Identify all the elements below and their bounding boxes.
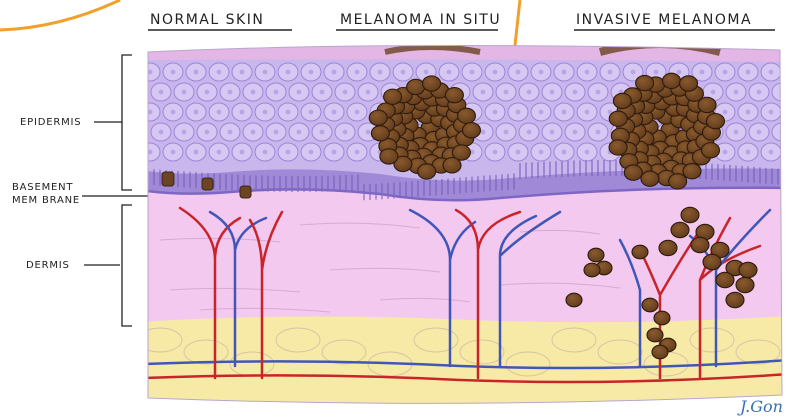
melanoma-cell bbox=[462, 123, 480, 138]
melanoma-cell bbox=[652, 345, 668, 359]
melanoma-cell bbox=[584, 263, 600, 277]
melanoma-cell bbox=[566, 293, 582, 307]
dermis-bracket bbox=[122, 205, 132, 326]
header-melanoma-in-situ: MELANOMA IN SITU bbox=[340, 12, 501, 28]
melanoma-cell bbox=[698, 97, 716, 112]
melanoma-cell bbox=[443, 158, 461, 173]
epidermis-bracket bbox=[122, 55, 132, 190]
header-normal-skin: NORMAL SKIN bbox=[150, 12, 264, 28]
melanoma-cell bbox=[384, 89, 402, 104]
melanoma-cell bbox=[588, 248, 604, 262]
header-invasive-melanoma: INVASIVE MELANOMA bbox=[576, 12, 752, 28]
artist-signature: J.Gon bbox=[737, 397, 783, 416]
melanoma-cell bbox=[736, 277, 754, 292]
label-basement-line1: BASEMENT bbox=[12, 182, 73, 193]
melanoma-cell bbox=[654, 311, 670, 325]
melanoma-cell bbox=[371, 126, 389, 141]
orange-circle-fragment bbox=[0, 0, 120, 30]
label-epidermis: EPIDERMIS bbox=[20, 117, 81, 128]
melanoma-cell bbox=[642, 298, 658, 312]
melanoma-cell bbox=[671, 222, 689, 237]
melanoma-cell bbox=[663, 73, 681, 88]
melanoma-cell bbox=[407, 79, 425, 94]
melanoma-cell bbox=[609, 111, 627, 126]
fat-layer bbox=[140, 316, 790, 420]
melanoma-cell bbox=[613, 93, 631, 108]
melanoma-cell bbox=[632, 245, 648, 259]
melanoma-cell bbox=[423, 76, 441, 91]
melanoma-cell bbox=[683, 164, 701, 179]
melanoma-cell bbox=[706, 113, 724, 128]
melanoma-cell bbox=[380, 149, 398, 164]
melanoma-cell bbox=[680, 76, 698, 91]
melanoma-cell bbox=[636, 75, 654, 90]
melanoma-cell bbox=[418, 164, 436, 179]
melanoma-cell bbox=[669, 174, 687, 189]
melanoma-cell bbox=[716, 272, 734, 287]
label-basement-line2: MEM BRANE bbox=[12, 195, 80, 206]
melanoma-cell bbox=[445, 88, 463, 103]
epidermal-cell bbox=[772, 123, 792, 141]
melanoma-cell bbox=[681, 207, 699, 222]
melanoma-cell bbox=[702, 143, 720, 158]
melanoma-cell bbox=[726, 292, 744, 307]
melanoma-cell bbox=[369, 110, 387, 125]
skin-cross-section bbox=[138, 40, 792, 420]
melanoma-cell bbox=[647, 328, 663, 342]
melanoma-cell bbox=[691, 237, 709, 252]
label-dermis: DERMIS bbox=[26, 260, 70, 271]
melanoma-cell bbox=[703, 254, 721, 269]
melanoma-cell bbox=[624, 165, 642, 180]
melanoma-cell bbox=[659, 240, 677, 255]
melanoma-cell bbox=[641, 171, 659, 186]
melanoma-cell bbox=[609, 140, 627, 155]
epidermal-cell bbox=[772, 83, 792, 101]
melanoma-cell bbox=[739, 262, 757, 277]
melanoma-cell bbox=[457, 108, 475, 123]
